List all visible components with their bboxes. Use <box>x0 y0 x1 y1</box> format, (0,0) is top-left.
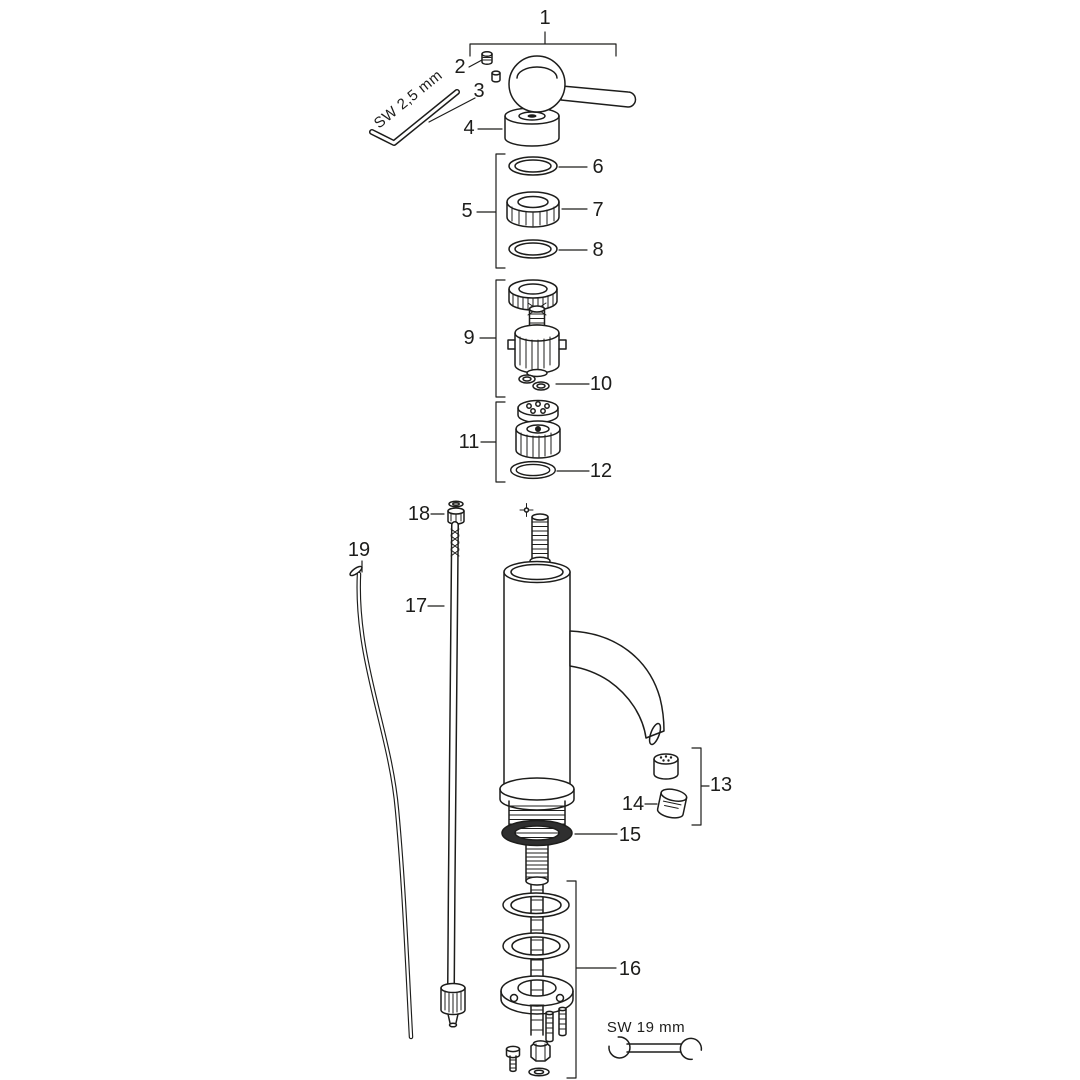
part-label-11: 11 <box>459 431 480 453</box>
open-end-wrench-drawing <box>608 1036 703 1061</box>
mounting-rod-drawing <box>530 884 544 1036</box>
bracket-part-5 <box>476 153 506 269</box>
part-label-7: 7 <box>592 199 603 221</box>
supply-hose-drawing <box>440 521 466 1028</box>
fixation-set-drawing <box>500 892 574 1077</box>
cartridge-drawing <box>507 302 567 378</box>
grub-screw-drawing <box>481 50 493 66</box>
small-washer <box>528 1067 550 1077</box>
aerator-housing-drawing <box>656 788 688 819</box>
allen-key-drawing <box>369 89 460 146</box>
threaded-ring-drawing <box>506 191 560 228</box>
leader-part-3 <box>428 97 476 123</box>
flow-regulator-drawing <box>515 420 561 459</box>
washer-set-drawing <box>518 374 550 391</box>
part-label-12: 12 <box>590 460 612 482</box>
seal-ring-15-drawing <box>501 819 573 847</box>
perforated-disc-drawing <box>517 399 559 424</box>
cartridge-nut-drawing <box>508 279 558 311</box>
part-label-15: 15 <box>619 824 641 846</box>
bracket-part-1 <box>469 31 617 57</box>
part-label-19: 19 <box>348 539 370 561</box>
bracket-part-13 <box>691 747 710 826</box>
faucet-body-drawing <box>499 503 665 886</box>
part-label-9: 9 <box>463 327 474 349</box>
part-label-10: 10 <box>590 373 612 395</box>
pull-rod-drawing <box>349 565 414 1040</box>
hex-nut <box>530 1040 551 1062</box>
bracket-part-11 <box>480 401 506 483</box>
small-bolt <box>505 1045 521 1073</box>
handle-sleeve-drawing <box>504 107 560 147</box>
aerator-insert-drawing <box>653 753 679 780</box>
washer-ring-b <box>502 932 570 960</box>
stud-screws <box>545 1006 567 1043</box>
part-label-18: 18 <box>408 503 430 525</box>
part-label-2: 2 <box>454 56 465 78</box>
leader-part-2 <box>468 59 483 68</box>
wrench-size-label: SW 19 mm <box>607 1019 685 1036</box>
o-ring-6-drawing <box>508 156 558 176</box>
part-label-14: 14 <box>622 793 644 815</box>
handle-drawing <box>508 55 637 113</box>
allen-key-size-label: SW 2,5 mm <box>371 67 446 132</box>
part-number-labels: 1 2 3 4 5 6 7 8 9 10 11 12 13 14 15 16 1… <box>348 7 732 980</box>
index-pin-drawing <box>491 70 501 83</box>
part-label-13: 13 <box>710 774 732 796</box>
part-label-17: 17 <box>405 595 427 617</box>
part-label-8: 8 <box>592 239 603 261</box>
washer-ring-a <box>502 892 570 918</box>
leader-lines-and-brackets <box>361 31 710 1079</box>
bracket-part-9 <box>479 279 506 398</box>
o-ring-12-drawing <box>509 460 557 480</box>
bracket-part-16 <box>566 880 617 1079</box>
part-label-5: 5 <box>461 200 472 222</box>
part-label-1: 1 <box>539 7 550 29</box>
hose-fitting-drawing <box>447 500 465 525</box>
part-label-16: 16 <box>619 958 641 980</box>
part-label-3: 3 <box>473 80 484 102</box>
part-label-6: 6 <box>592 156 603 178</box>
part-label-4: 4 <box>463 117 474 139</box>
o-ring-8-drawing <box>508 239 558 259</box>
